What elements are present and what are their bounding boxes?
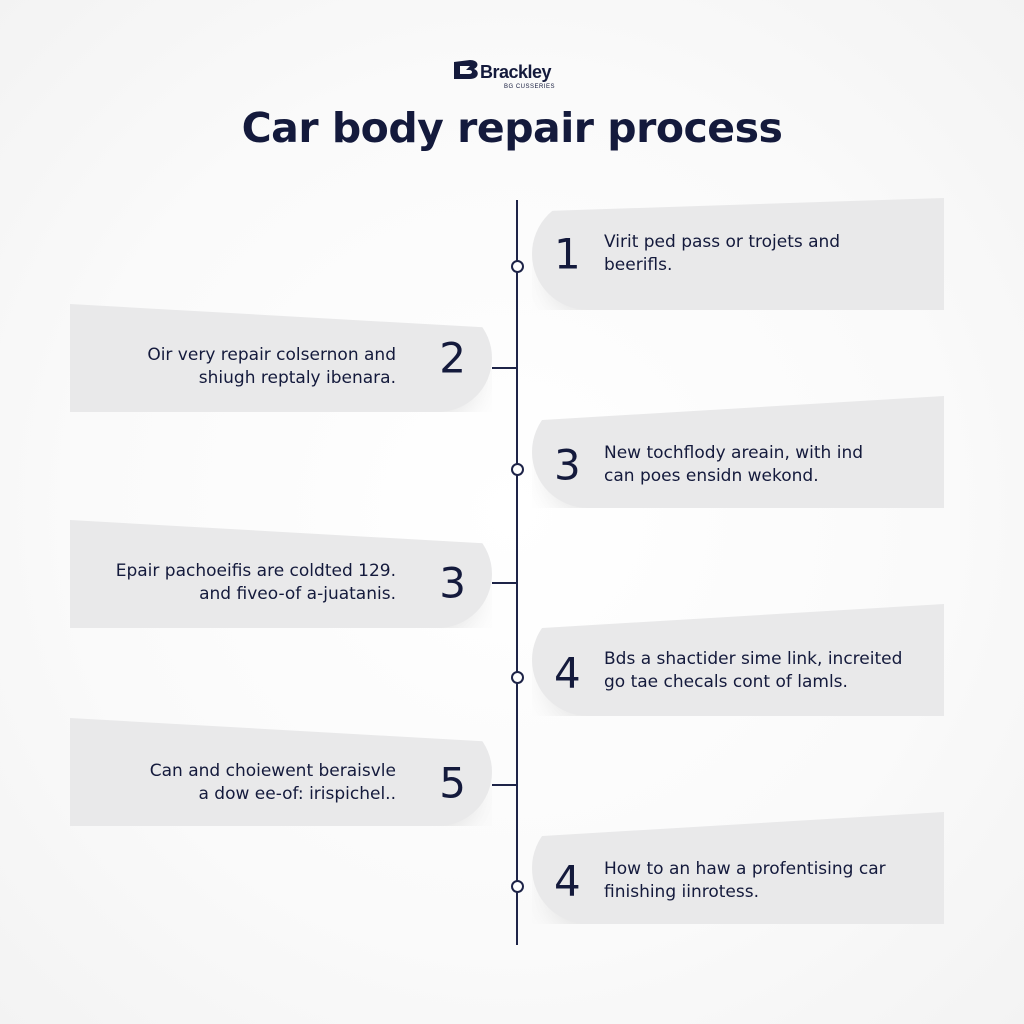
step-card: 2 Oir very repair colsernon and shiugh r… xyxy=(70,304,492,412)
step-number: 5 xyxy=(439,758,466,808)
step-text-line: Virit ped pass or trojets and xyxy=(604,232,841,252)
brand-mark-icon xyxy=(454,60,478,79)
brand-logo: Brackley BG CUSSERIES xyxy=(452,56,572,96)
step-text: Can and choiewent beraisvle a dow ee-of:… xyxy=(76,760,396,806)
step-card: 5 Can and choiewent beraisvle a dow ee-o… xyxy=(70,718,492,826)
timeline-node-1 xyxy=(511,260,524,273)
step-number: 3 xyxy=(554,440,581,490)
step-text-line: go tae checals cont of lamls. xyxy=(604,672,848,693)
step-text: Epair pachoeifis are coldted 129. and fi… xyxy=(76,560,396,606)
timeline-tick-2 xyxy=(492,367,518,369)
step-number: 1 xyxy=(554,229,581,279)
step-text-line: and fiveo-of a-juatanis. xyxy=(199,583,396,604)
step-text-line: New tochflody areain, with ind xyxy=(604,443,864,464)
timeline-node-3 xyxy=(511,463,524,476)
step-text-line: can poes ensidn wekond. xyxy=(604,466,819,487)
step-text-line: beerifls. xyxy=(604,255,673,275)
step-card: 4 Bds a shactider sime link, increited g… xyxy=(532,604,944,716)
step-text: Virit ped pass or trojets and beerifls. xyxy=(604,231,934,277)
step-text-line: How to an haw a profentising car xyxy=(604,859,886,880)
step-number: 3 xyxy=(439,558,466,608)
step-text-line: a dow ee-of: irispichel.. xyxy=(198,783,396,804)
step-number: 4 xyxy=(554,648,581,698)
step-text-line: Bds a shactider sime link, increited xyxy=(604,649,903,670)
step-number: 2 xyxy=(439,333,466,383)
step-text: How to an haw a profentising car finishi… xyxy=(604,858,934,904)
brand-name: Brackley xyxy=(480,62,552,82)
timeline-node-5 xyxy=(511,671,524,684)
step-text: New tochflody areain, with ind can poes … xyxy=(604,442,934,488)
step-text-line: shiugh reptaly ibenara. xyxy=(198,367,396,388)
step-card: 4 How to an haw a profentising car finis… xyxy=(532,812,944,924)
step-card: 3 New tochflody areain, with ind can poe… xyxy=(532,396,944,508)
timeline-node-7 xyxy=(511,880,524,893)
step-text-line: Epair pachoeifis are coldted 129. xyxy=(115,560,396,581)
step-text: Bds a shactider sime link, increited go … xyxy=(604,648,934,694)
page-title: Car body repair process xyxy=(241,104,783,152)
step-card: 3 Epair pachoeifis are coldted 129. and … xyxy=(70,520,492,628)
brand-tagline: BG CUSSERIES xyxy=(504,84,556,90)
step-text: Oir very repair colsernon and shiugh rep… xyxy=(76,344,396,390)
step-text-line: Oir very repair colsernon and xyxy=(147,344,396,365)
step-text-line: Can and choiewent beraisvle xyxy=(149,760,396,781)
timeline-tick-4 xyxy=(492,582,518,584)
step-card: 1 Virit ped pass or trojets and beerifls… xyxy=(532,198,944,310)
step-number: 4 xyxy=(554,856,581,906)
timeline-spine xyxy=(516,200,518,945)
step-text-line: finishing iinrotess. xyxy=(604,882,760,903)
timeline-tick-6 xyxy=(492,784,518,786)
